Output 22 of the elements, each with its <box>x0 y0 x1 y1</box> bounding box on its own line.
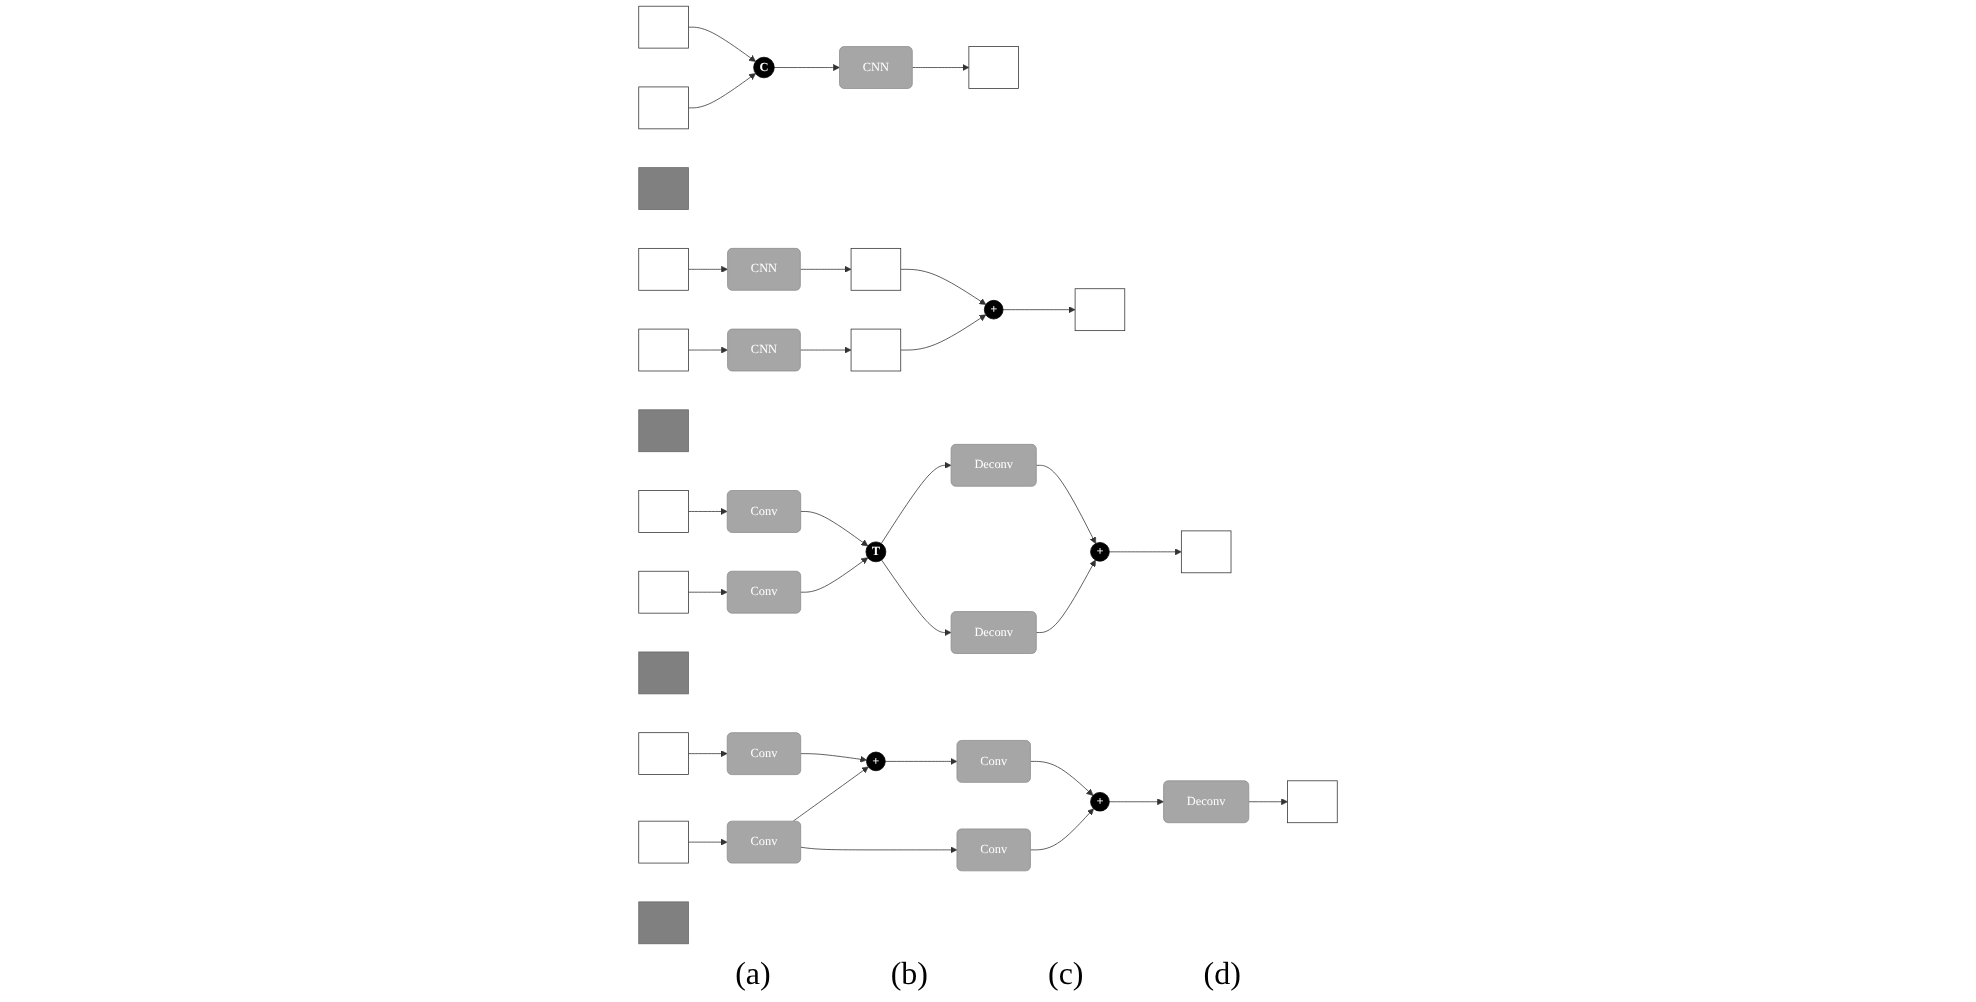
node-box <box>638 248 689 291</box>
node-box <box>638 490 689 533</box>
node-box <box>1074 288 1126 332</box>
node-box <box>638 570 689 614</box>
panel-caption: (b) <box>890 958 928 994</box>
node-box <box>850 328 902 372</box>
node-box <box>638 651 689 695</box>
node-box <box>638 328 689 372</box>
node-box <box>638 901 689 945</box>
node-box <box>1287 780 1338 824</box>
node-box <box>638 167 689 210</box>
node-box <box>638 86 689 130</box>
panel-caption: (a) <box>735 958 771 994</box>
node-box <box>638 5 689 49</box>
node-box <box>1180 530 1232 574</box>
panel-caption: (d) <box>1203 958 1241 994</box>
node-box <box>850 248 902 291</box>
node-box <box>968 46 1019 89</box>
node-box <box>638 820 689 864</box>
node-box <box>638 732 689 775</box>
panel-caption: (c) <box>1048 958 1084 994</box>
node-box <box>638 409 689 453</box>
